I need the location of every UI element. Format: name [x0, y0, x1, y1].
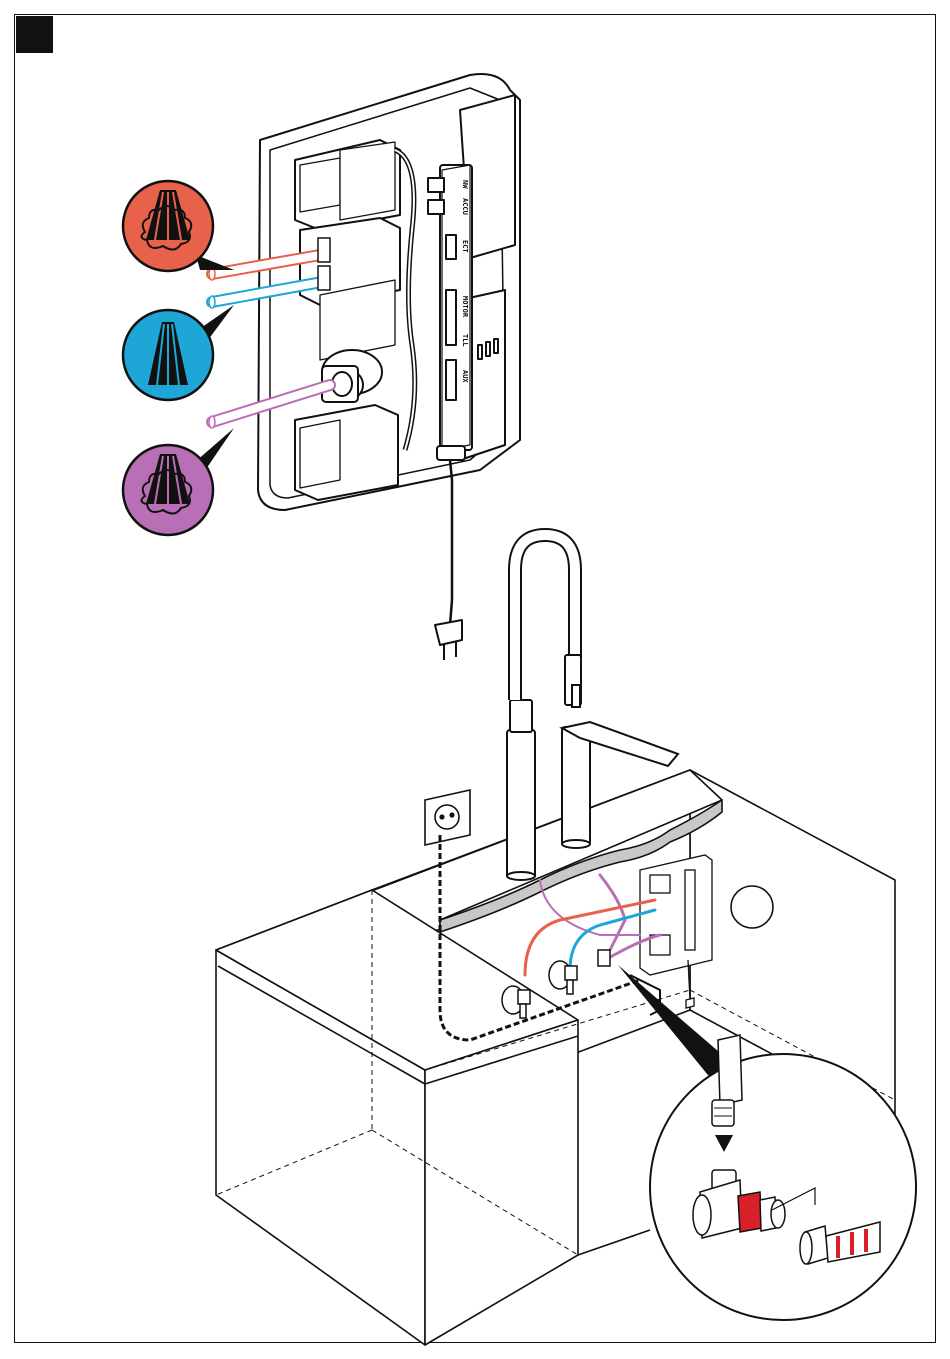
control-unit-detail [258, 74, 520, 660]
cold-spray-icon [123, 310, 213, 400]
module-label-nw: NW [461, 180, 469, 189]
module-label-aux: AUX [461, 370, 469, 383]
module-label-tll: TLL [461, 334, 469, 347]
module-label-motor: MOTOR [461, 296, 469, 318]
mixed-spray-icon [123, 445, 213, 535]
module-label-ect: ECT [461, 240, 469, 253]
wall-hole [731, 886, 773, 928]
module-label-accu: ACCU [461, 198, 469, 215]
wall-socket-icon [425, 790, 470, 845]
hot-spray-icon [123, 181, 213, 271]
